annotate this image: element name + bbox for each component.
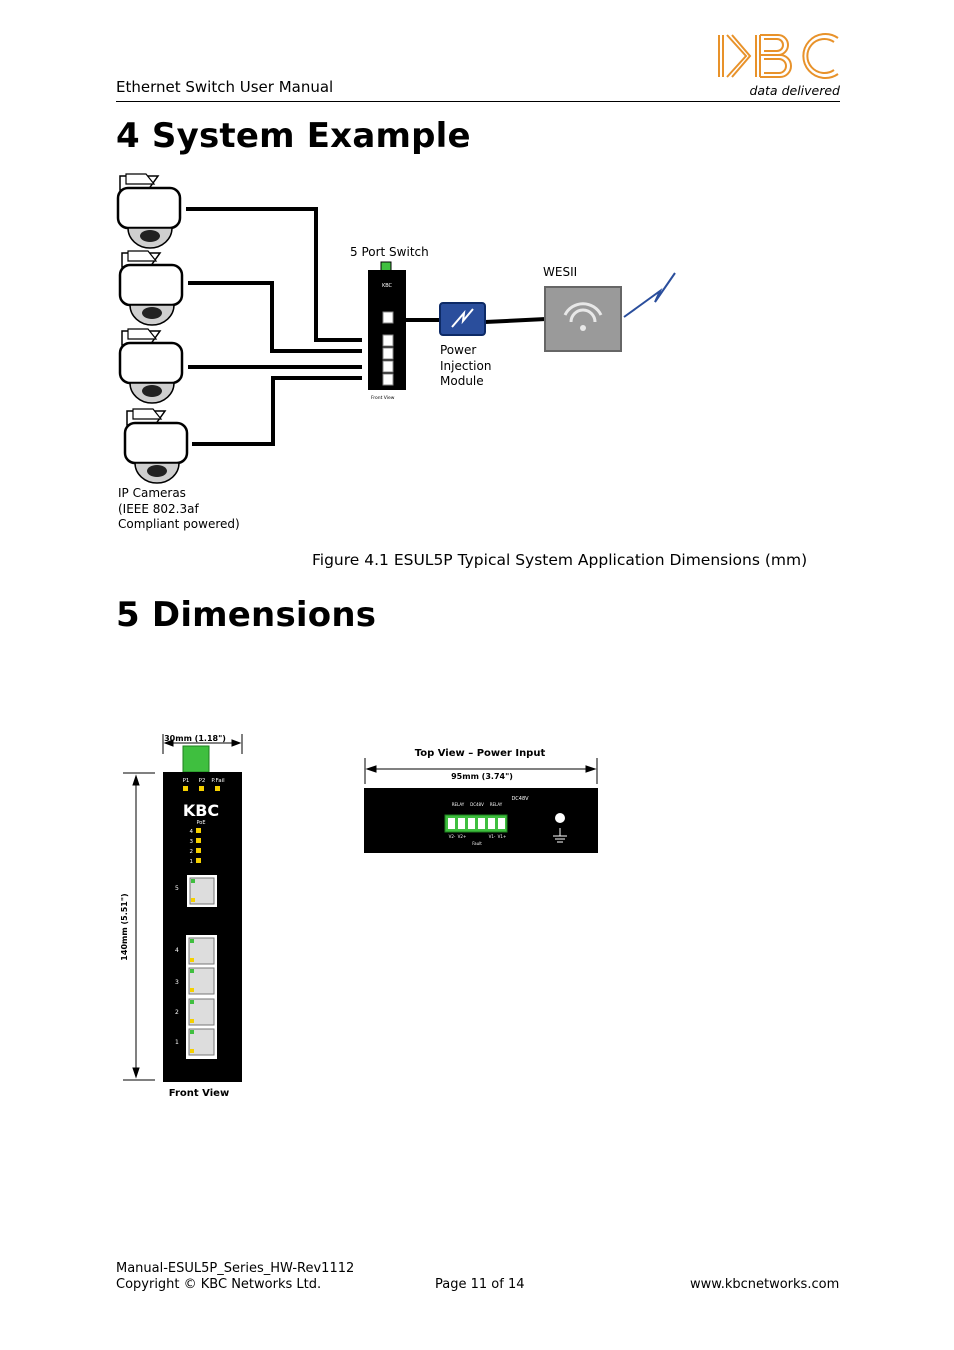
fault-label: Fault xyxy=(472,841,482,846)
tagline: data delivered xyxy=(749,83,840,98)
poe-led-title: PoE xyxy=(196,820,205,826)
dc-label: DC48V xyxy=(511,796,529,802)
pim-label: Power Injection Module xyxy=(440,343,492,388)
port-number: 4 xyxy=(175,947,179,954)
svg-text:KBC: KBC xyxy=(382,283,393,289)
port-number: 5 xyxy=(175,885,179,892)
figure-caption: Figure 4.1 ESUL5P Typical System Applica… xyxy=(312,551,808,569)
front-width-label: 30mm (1.18") xyxy=(164,734,226,743)
led-label: P.Fail xyxy=(211,778,225,784)
footer-doc-id: Manual-ESUL5P_Series_HW-Rev1112 xyxy=(116,1261,355,1276)
led-label: P1 xyxy=(183,778,190,784)
camera-icon xyxy=(123,407,189,485)
pin-label: V2- xyxy=(449,834,456,839)
poe-led-num: 1 xyxy=(190,859,194,865)
footer-copyright: Copyright © KBC Networks Ltd. xyxy=(116,1277,322,1292)
top-width-label: 95mm (3.74") xyxy=(451,772,513,781)
pin-label: V1- xyxy=(489,834,496,839)
pin-label: RELAY xyxy=(490,802,503,807)
pin-label: V2+ xyxy=(458,834,467,839)
ground-icon xyxy=(553,813,567,843)
footer-website[interactable]: www.kbcnetworks.com xyxy=(690,1277,840,1292)
front-view-drawing: 30mm (1.18") 140mm (5.51") P1 P2 P.Fail … xyxy=(120,734,243,1099)
camera-cables xyxy=(186,207,547,446)
front-height-label: 140mm (5.51") xyxy=(120,893,129,960)
camera-icon xyxy=(116,172,182,250)
wireless-signal-icon xyxy=(623,272,676,318)
wesii-wireless-icon xyxy=(544,286,622,352)
section-4-heading: 4 System Example xyxy=(116,116,471,156)
pin-label: V1+ xyxy=(498,834,507,839)
port-number: 2 xyxy=(175,1009,179,1016)
kbc-logo xyxy=(718,33,839,79)
switch-front-view-label: Front View xyxy=(371,395,395,401)
header-title: Ethernet Switch User Manual xyxy=(116,78,334,96)
front-view-label: Front View xyxy=(169,1088,229,1099)
port-number: 3 xyxy=(175,979,179,986)
camera-icon xyxy=(118,249,184,327)
poe-led-num: 2 xyxy=(190,849,194,855)
system-example-diagram: KBC Front View xyxy=(116,172,676,485)
poe-led-num: 4 xyxy=(190,829,194,835)
switch-label: 5 Port Switch xyxy=(350,245,429,259)
front-kbc-logo: KBC xyxy=(183,801,219,820)
port-number: 1 xyxy=(175,1039,179,1046)
camera-icon xyxy=(118,327,184,405)
top-view-title: Top View – Power Input xyxy=(415,748,546,759)
header-divider xyxy=(116,101,840,102)
top-view-drawing: Top View – Power Input 95mm (3.74") DC48… xyxy=(364,748,598,853)
pin-label: DC48V xyxy=(470,802,484,807)
poe-led-num: 3 xyxy=(190,839,194,845)
switch-front-icon: KBC xyxy=(368,261,406,390)
led-label: P2 xyxy=(199,778,206,784)
section-5-heading: 5 Dimensions xyxy=(116,595,377,635)
power-injection-module-icon xyxy=(439,302,486,336)
cameras-label: IP Cameras (IEEE 802.3af Compliant power… xyxy=(118,486,240,531)
footer-page-number: Page 11 of 14 xyxy=(435,1277,525,1292)
pin-label: RELAY xyxy=(452,802,465,807)
wesii-label: WESII xyxy=(543,265,578,279)
